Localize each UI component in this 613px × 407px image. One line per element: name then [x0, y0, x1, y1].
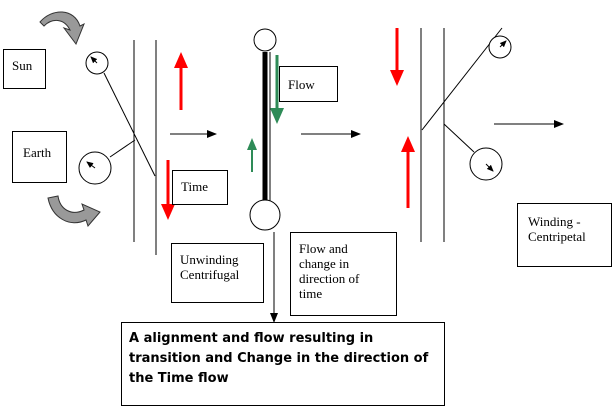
left-diagonal-line-2 [109, 139, 136, 158]
label-box-time: Time [172, 170, 228, 205]
curved-arrow-icon-bottom [47, 195, 101, 227]
center-rod-top-ball [253, 28, 277, 52]
label-box-flow-change: Flow and change in direction of time [290, 232, 397, 316]
dial-icon-left-bottom [78, 151, 112, 185]
label-unwinding: Unwinding Centrifugal [180, 252, 240, 282]
left-diagonal-line [103, 72, 156, 177]
summary-text: A alignment and flow resulting in transi… [129, 331, 429, 386]
label-flow: Flow [288, 77, 315, 92]
summary-box: A alignment and flow resulting in transi… [121, 322, 445, 406]
label-box-winding: Winding - Centripetal [517, 203, 612, 267]
label-winding: Winding - Centripetal [528, 214, 586, 244]
label-box-earth: Earth [12, 131, 67, 183]
label-flow-change: Flow and change in direction of time [299, 241, 360, 301]
curved-arrow-icon-top [39, 11, 85, 46]
right-diagonal-line [421, 27, 503, 131]
label-box-unwinding: Unwinding Centrifugal [171, 243, 264, 303]
right-diagonal-line-2 [443, 123, 475, 153]
label-earth: Earth [23, 145, 52, 160]
label-box-flow: Flow [279, 66, 338, 102]
label-box-sun: Sun [3, 49, 46, 89]
dial-icon-left-top [85, 51, 109, 75]
dial-icon-right-bottom [469, 147, 503, 181]
center-rod-bottom-ball [249, 199, 281, 231]
label-time: Time [181, 179, 208, 194]
label-sun: Sun [12, 58, 33, 73]
dial-icon-right-top [488, 35, 512, 59]
